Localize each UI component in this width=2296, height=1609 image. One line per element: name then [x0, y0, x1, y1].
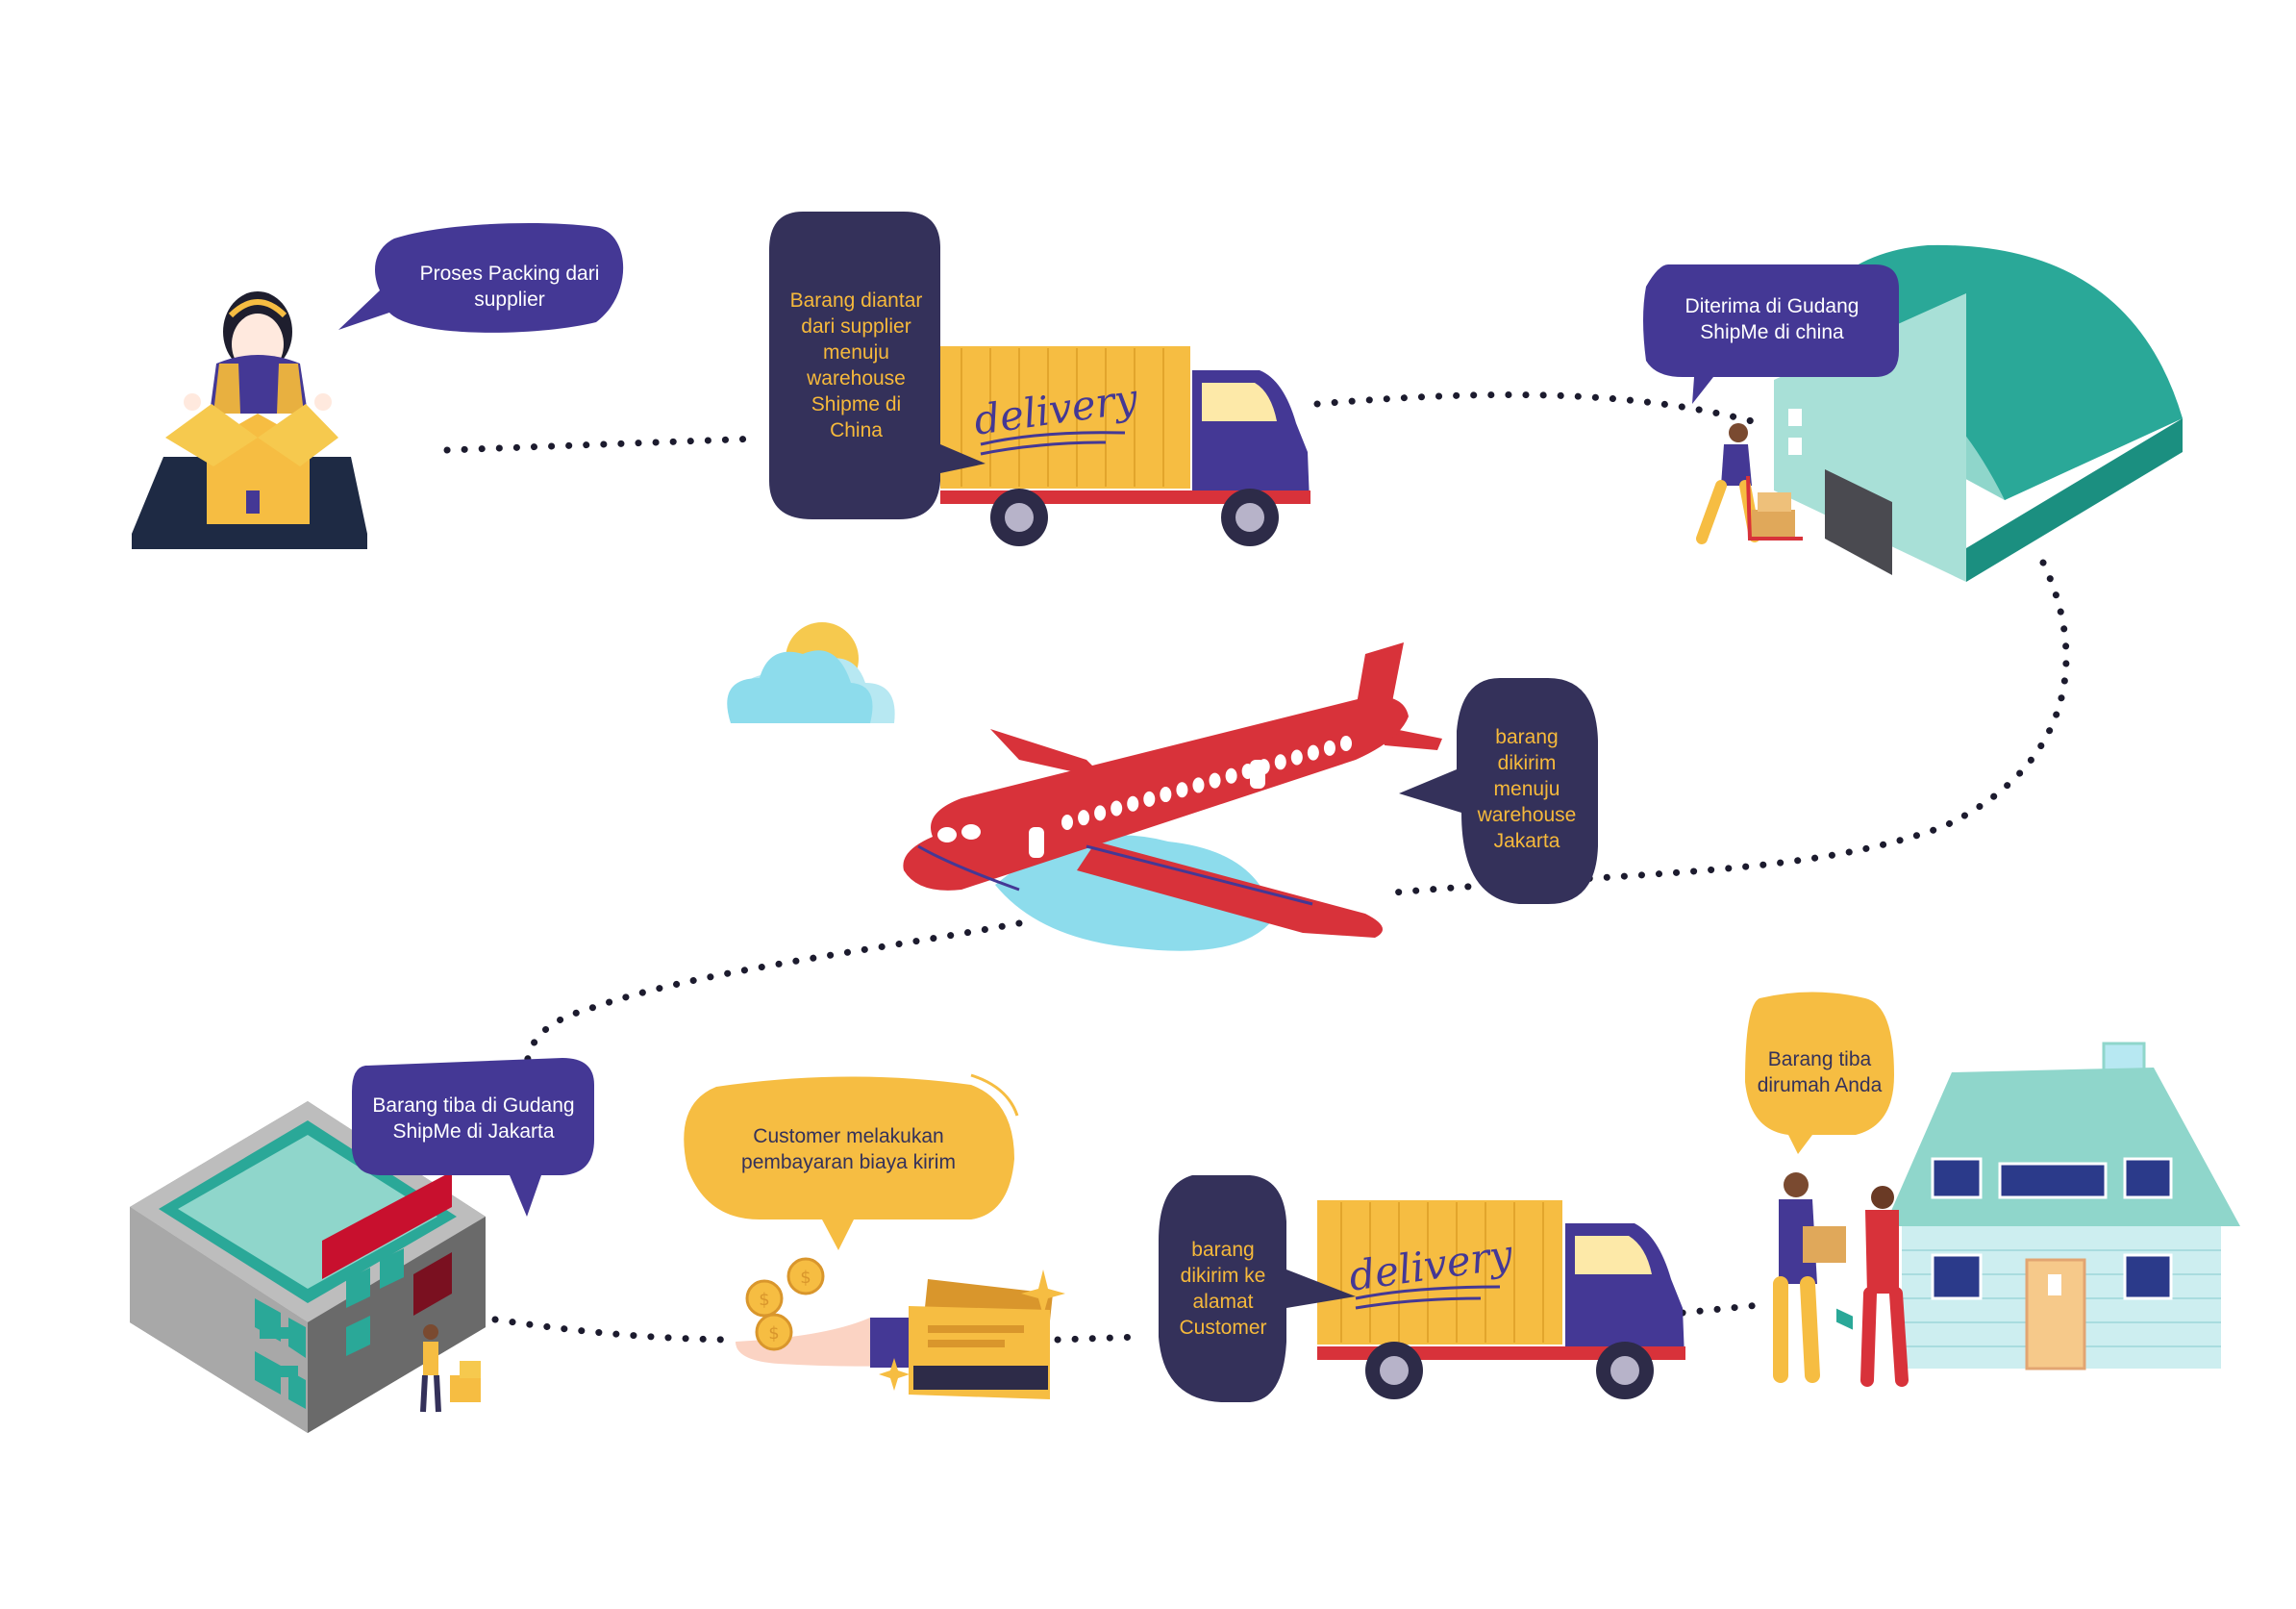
- connector-building-payment: [491, 1316, 735, 1344]
- connector-warehouse-plane: [1390, 559, 2070, 896]
- delivery-truck-icon: delivery: [1317, 1200, 1685, 1399]
- house-handover-icon: [1773, 1042, 2240, 1387]
- woman-packing-box-icon: [132, 291, 367, 549]
- delivery-truck-icon: delivery: [940, 346, 1310, 546]
- svg-text:$: $: [768, 1323, 779, 1344]
- plane-window: [1307, 744, 1319, 761]
- payment-hand-coins-cards-icon: $ $ $: [736, 1257, 1065, 1399]
- speech-bubble-warehouse-jakarta: [352, 1058, 594, 1217]
- office-building-icon: [130, 1101, 486, 1433]
- plane-window: [1225, 767, 1237, 784]
- plane-window: [1241, 763, 1254, 779]
- plane-window: [1176, 782, 1188, 798]
- svg-text:$: $: [759, 1290, 769, 1310]
- speech-bubble-truck2: [1159, 1175, 1356, 1402]
- plane-windows: [1061, 736, 1352, 830]
- plane-window: [1143, 791, 1156, 807]
- step-warehouse-china-label: Diterima di Gudang ShipMe di china: [1685, 295, 1859, 343]
- connector-packing-truck: [443, 435, 763, 454]
- plane-window: [1160, 787, 1172, 803]
- plane-window: [1209, 772, 1221, 789]
- speech-bubble-warehouse-china: [1643, 264, 1899, 404]
- speech-bubble-home: [1745, 992, 1894, 1154]
- step-payment-label: Customer melakukan pembayaran biaya kiri…: [741, 1125, 956, 1173]
- airplane-icon: [903, 642, 1442, 951]
- dotted-connectors: [443, 390, 2070, 1344]
- plane-window: [1127, 795, 1139, 812]
- plane-window: [1078, 810, 1090, 826]
- step-warehouse-jakarta-label: Barang tiba di Gudang ShipMe di Jakarta: [372, 1094, 575, 1143]
- plane-window: [1094, 805, 1107, 821]
- cloud-sun-icon: [727, 622, 895, 723]
- step-flight-label: barang dikirim menuju warehouse Jakarta: [1477, 725, 1577, 852]
- speech-bubble-flight: [1399, 678, 1598, 904]
- speech-bubble-truck1: [769, 212, 986, 519]
- plane-window: [1340, 736, 1352, 751]
- plane-window: [1111, 800, 1123, 817]
- connector-plane-building: [523, 919, 1023, 1071]
- svg-text:$: $: [800, 1268, 811, 1288]
- speech-bubble-packing: [338, 223, 624, 333]
- plane-window: [1258, 759, 1270, 775]
- connector-truck-warehouse: [1313, 390, 1763, 427]
- plane-window: [1061, 815, 1073, 830]
- connector-payment-truck: [1054, 1333, 1143, 1344]
- step-truck2-label: barang dikirim ke alamat Customer: [1179, 1239, 1267, 1339]
- connector-truck-home: [1679, 1301, 1763, 1317]
- plane-window: [1192, 777, 1205, 793]
- speech-bubble-payment: [684, 1073, 1019, 1250]
- plane-window: [1274, 754, 1286, 770]
- step-truck1-label: Barang diantar dari supplier menuju ware…: [789, 289, 923, 441]
- step-packing-label: Proses Packing dari supplier: [419, 263, 600, 311]
- step-home-label: Barang tiba dirumah Anda: [1757, 1048, 1883, 1096]
- plane-window: [1290, 749, 1303, 766]
- plane-window: [1323, 740, 1335, 756]
